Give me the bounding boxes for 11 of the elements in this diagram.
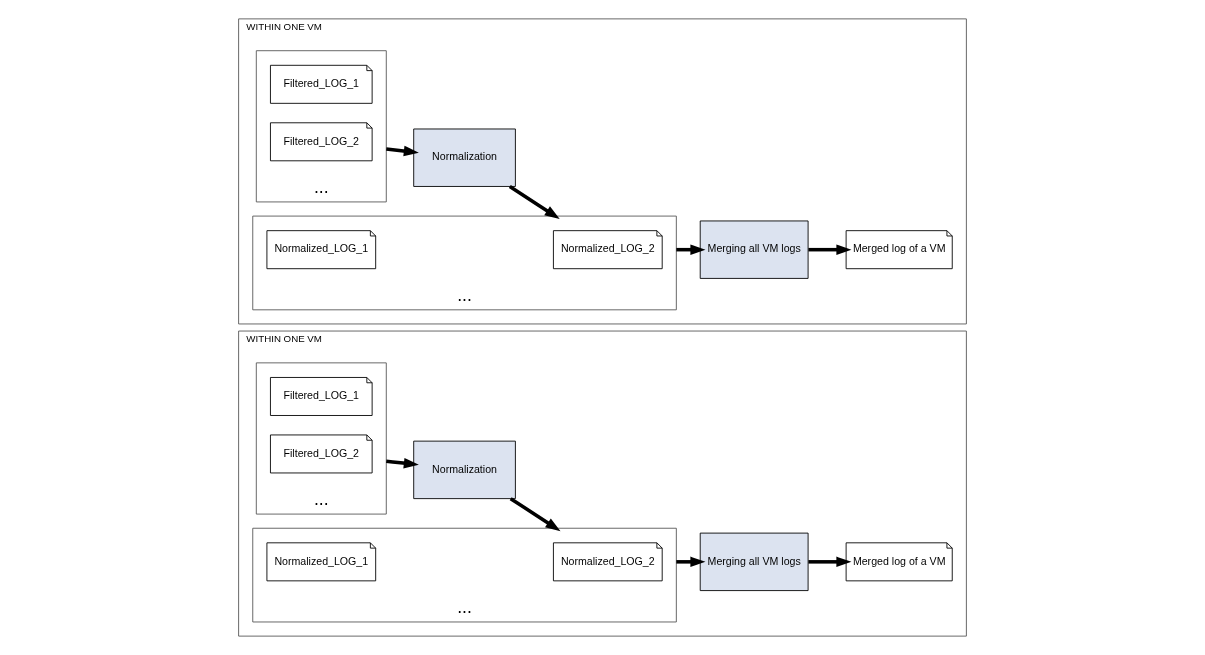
arrow (808, 556, 852, 568)
arrow (509, 497, 561, 532)
arrow (676, 556, 706, 568)
arrow (808, 244, 852, 255)
node-box: Normalization (413, 128, 516, 187)
arrow (508, 185, 560, 219)
node-box: Normalization (413, 440, 516, 500)
arrow (386, 145, 419, 157)
arrow (386, 457, 419, 469)
node-box: Merging all VM logs (699, 220, 809, 279)
node-box: Merging all VM logs (699, 532, 809, 592)
